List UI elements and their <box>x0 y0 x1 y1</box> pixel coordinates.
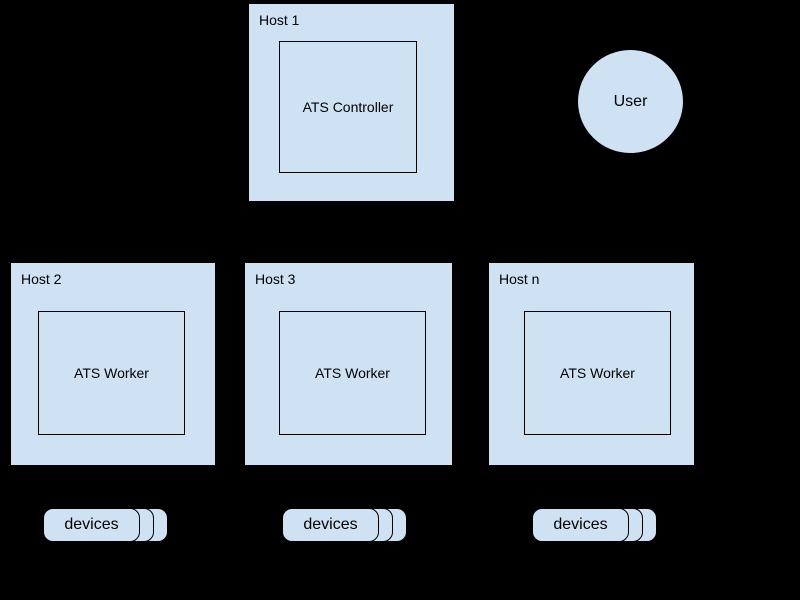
host-1-label: Host 1 <box>259 12 300 28</box>
host-2-box: Host 2 ATS Worker <box>10 262 216 466</box>
devices-stack-3: devices <box>532 508 658 542</box>
devices-card-front: devices <box>532 508 629 542</box>
devices-label: devices <box>553 516 608 533</box>
user-label: User <box>613 92 648 110</box>
host-3-box: Host 3 ATS Worker <box>244 262 453 466</box>
ats-worker-node: ATS Worker <box>38 311 185 435</box>
devices-label: devices <box>64 516 119 533</box>
devices-stack-2: devices <box>282 508 408 542</box>
devices-stack-1: devices <box>43 508 169 542</box>
ats-controller-label: ATS Controller <box>302 99 394 115</box>
devices-label: devices <box>303 516 358 533</box>
devices-card-front: devices <box>43 508 140 542</box>
host-3-label: Host 3 <box>255 271 296 287</box>
devices-card-front: devices <box>282 508 379 542</box>
host-2-label: Host 2 <box>21 271 62 287</box>
ats-controller-node: ATS Controller <box>279 41 417 173</box>
ats-worker-label: ATS Worker <box>315 365 390 381</box>
user-node: User <box>577 49 684 154</box>
ats-worker-node: ATS Worker <box>279 311 426 435</box>
host-n-box: Host n ATS Worker <box>488 262 695 466</box>
host-1-box: Host 1 ATS Controller <box>248 3 455 202</box>
ats-worker-node: ATS Worker <box>524 311 671 435</box>
ats-worker-label: ATS Worker <box>560 365 635 381</box>
host-n-label: Host n <box>499 271 540 287</box>
ats-worker-label: ATS Worker <box>74 365 149 381</box>
